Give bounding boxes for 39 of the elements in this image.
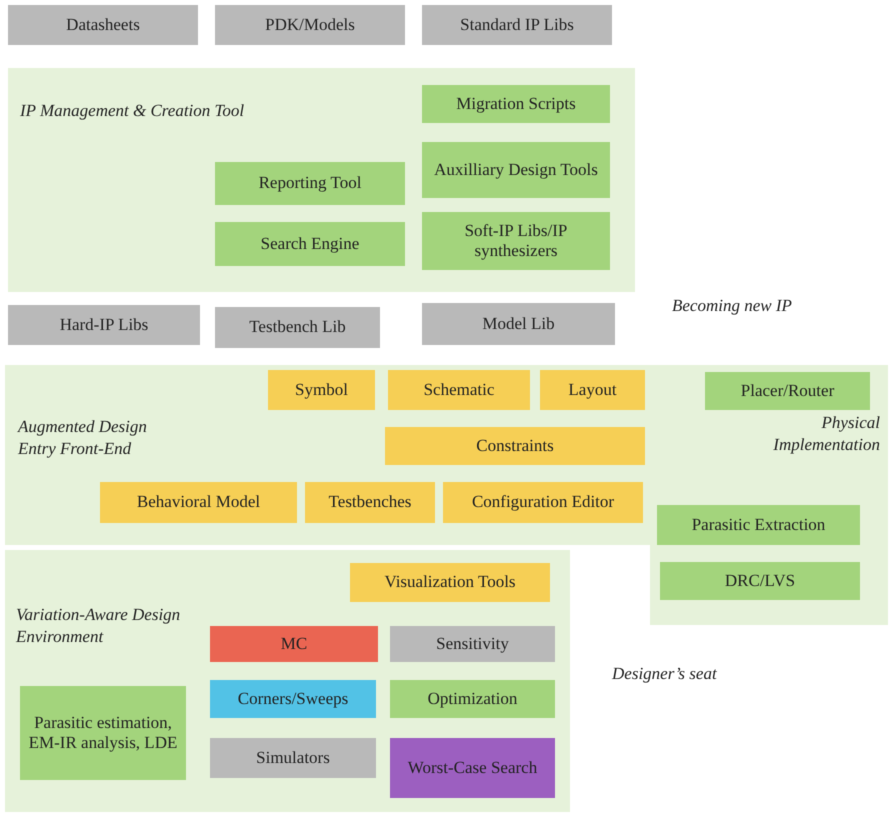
tool-box: Model Lib: [422, 303, 615, 345]
tool-box: Simulators: [210, 738, 376, 778]
note-text: Becoming new IP: [672, 296, 792, 316]
tool-box: Configuration Editor: [443, 482, 643, 523]
tool-box: Soft-IP Libs/IP synthesizers: [422, 212, 610, 270]
tool-box: Placer/Router: [705, 372, 870, 410]
tool-box: Testbenches: [305, 482, 435, 523]
tool-box: Schematic: [388, 370, 530, 410]
tool-box: Reporting Tool: [215, 162, 405, 205]
tool-box: Visualization Tools: [350, 563, 550, 602]
tool-box: Constraints: [385, 427, 645, 465]
group-heading: Variation-Aware Design Environment: [16, 604, 182, 648]
group-heading: IP Management & Creation Tool: [20, 100, 246, 122]
tool-box: Parasitic Extraction: [657, 505, 860, 545]
tool-box: Layout: [540, 370, 645, 410]
tool-box: Auxilliary Design Tools: [422, 142, 610, 198]
group-heading: Physical Implementation: [772, 412, 880, 456]
tool-box: Sensitivity: [390, 626, 555, 662]
tool-box: Search Engine: [215, 222, 405, 266]
tool-box: Worst-Case Search: [390, 738, 555, 798]
group-heading: Augmented Design Entry Front-End: [18, 416, 148, 460]
tool-box: Migration Scripts: [422, 85, 610, 123]
tool-box: Symbol: [268, 370, 375, 410]
tool-box: PDK/Models: [215, 5, 405, 45]
group-panel: [5, 365, 650, 545]
tool-box: Parasitic estimation, EM-IR analysis, LDE: [20, 686, 186, 780]
group-panel: [8, 68, 635, 292]
tool-box: Hard-IP Libs: [8, 305, 200, 345]
tool-box: Standard IP Libs: [422, 5, 612, 45]
tool-box: Optimization: [390, 680, 555, 718]
tool-box: Datasheets: [8, 5, 198, 45]
note-text: Designer’s seat: [612, 664, 717, 684]
tool-box: Corners/Sweeps: [210, 680, 376, 718]
group-panel: [5, 550, 570, 812]
tool-box: Behavioral Model: [100, 482, 297, 523]
tool-box: Testbench Lib: [215, 307, 380, 348]
group-panel: [650, 365, 888, 625]
tool-box: DRC/LVS: [660, 562, 860, 600]
tool-box: MC: [210, 626, 378, 662]
